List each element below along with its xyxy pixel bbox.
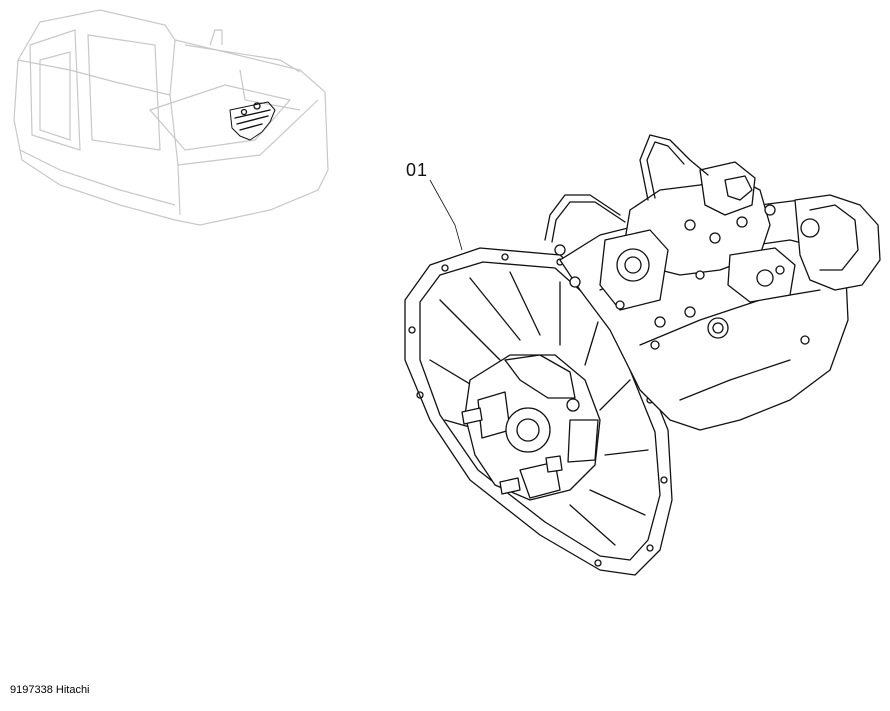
hydraulic-pump-assembly [404,134,881,576]
pump-fittings [554,204,810,350]
pump-location-marker [229,101,276,141]
drive-coupling [461,354,601,501]
excavator-locator-view [13,9,329,226]
callout-leader-line [429,179,463,251]
callout-label: 01 [406,160,429,180]
figure-caption: 9197338 Hitachi [10,684,90,696]
